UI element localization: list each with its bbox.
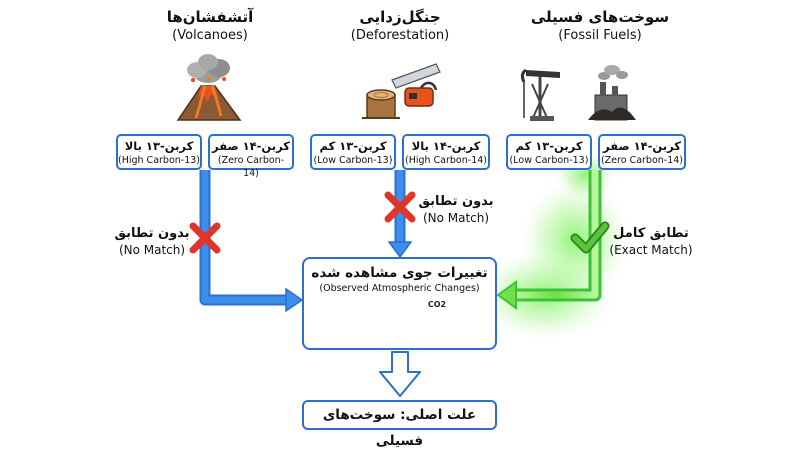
isotope-label-fa: کربن-۱۳ بالا	[124, 139, 194, 153]
conclusion-box: علت اصلی: سوخت‌های فسیلی	[302, 400, 497, 449]
source-title-fossil-fuels: سوخت‌های فسیلی (Fossil Fuels)	[515, 8, 685, 44]
match-label-fa: تطابق کامل	[613, 226, 689, 241]
observed-title-en: (Observed Atmospheric Changes)	[319, 283, 480, 294]
chainsaw-stump-icon	[362, 63, 441, 119]
isotope-label-fa: کربن-۱۳ کم	[319, 139, 387, 153]
isotope-label-fa: کربن-۱۴ صفر	[603, 139, 681, 153]
source-title-en: (Deforestation)	[350, 28, 450, 43]
isotope-box-fossil-c13: کربن-۱۳ کم (Low Carbon-13)	[506, 134, 592, 170]
isotope-label-en: (Low Carbon-13)	[509, 155, 589, 166]
conclusion-arrow	[379, 351, 421, 397]
source-title-en: (Volcanoes)	[172, 28, 248, 43]
isotope-box-volcano-c13: کربن-۱۳ بالا (High Carbon-13)	[116, 134, 202, 170]
source-title-fa: سوخت‌های فسیلی	[530, 8, 670, 26]
isotope-box-deforestation-c14: کربن-۱۴ بالا (High Carbon-14)	[402, 134, 490, 170]
isotope-box-fossil-c14: کربن-۱۴ صفر (Zero Carbon-14)	[598, 134, 686, 170]
isotope-label-fa: کربن-۱۴ صفر	[212, 139, 290, 153]
volcano-arrow	[199, 170, 304, 313]
red-x-icon	[189, 222, 221, 254]
match-label-fa: بدون تطابق	[114, 226, 190, 241]
co2-label: CO2	[427, 300, 447, 309]
observed-changes-box: تغییرات جوی مشاهده شده (Observed Atmosph…	[302, 257, 497, 350]
source-title-en: (Fossil Fuels)	[558, 28, 642, 43]
isotope-label-en: (Zero Carbon-14)	[217, 155, 285, 179]
match-label-fa: بدون تطابق	[418, 194, 494, 209]
fossil-fuel-arrow	[496, 170, 602, 310]
isotope-label-en: (Zero Carbon-14)	[600, 155, 684, 166]
oil-pump-factory-icon	[520, 65, 636, 121]
match-label-fossil: تطابق کامل (Exact Match)	[608, 226, 694, 258]
match-label-deforestation: بدون تطابق (No Match)	[416, 194, 496, 226]
match-label-en: (No Match)	[118, 243, 186, 257]
source-title-fa: آتشفشان‌ها	[166, 8, 254, 26]
source-title-volcanoes: آتشفشان‌ها (Volcanoes)	[130, 8, 290, 44]
isotope-label-fa: کربن-۱۴ بالا	[411, 139, 481, 153]
match-label-volcano: بدون تطابق (No Match)	[112, 226, 192, 258]
volcano-icon	[176, 54, 242, 121]
isotope-label-en: (High Carbon-14)	[404, 155, 487, 166]
source-title-fa: جنگل‌زدایی	[359, 8, 441, 26]
source-title-deforestation: جنگل‌زدایی (Deforestation)	[320, 8, 480, 44]
isotope-label-en: (High Carbon-13)	[118, 155, 201, 166]
observed-title-fa: تغییرات جوی مشاهده شده	[311, 265, 488, 281]
red-x-icon	[384, 191, 416, 223]
green-check-icon	[570, 221, 610, 254]
isotope-label-fa: کربن-۱۳ کم	[515, 139, 583, 153]
isotope-box-volcano-c14: کربن-۱۴ صفر (Zero Carbon-14)	[208, 134, 294, 179]
isotope-box-deforestation-c13: کربن-۱۳ کم (Low Carbon-13)	[310, 134, 396, 170]
match-label-en: (Exact Match)	[609, 243, 693, 257]
match-label-en: (No Match)	[422, 211, 490, 225]
match-glow	[475, 150, 630, 340]
isotope-label-en: (Low Carbon-13)	[313, 155, 393, 166]
